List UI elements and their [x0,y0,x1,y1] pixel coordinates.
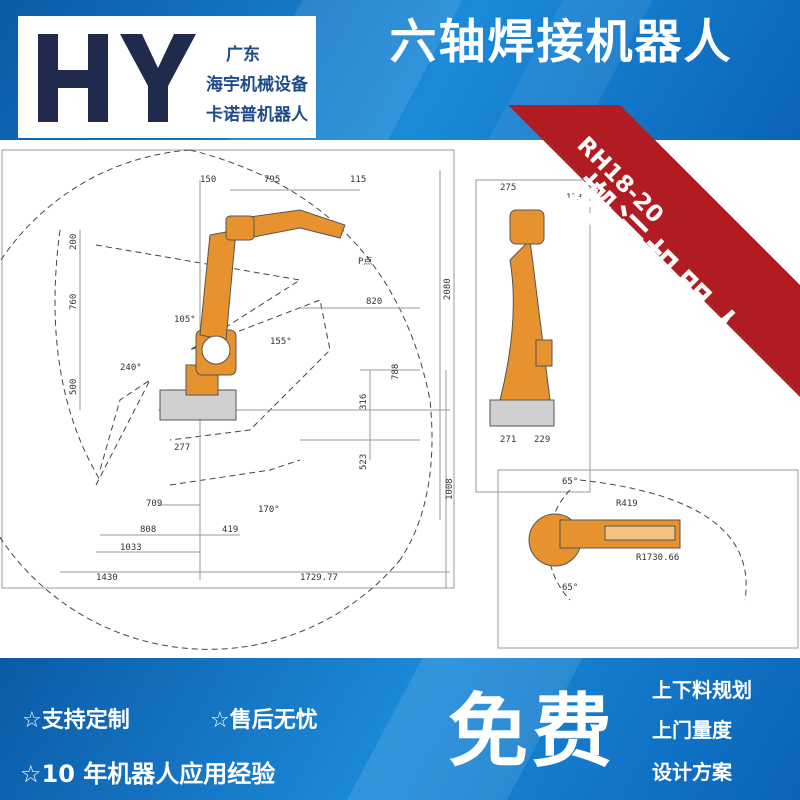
dim-bottom-808: 808 [140,525,156,535]
robot-side-view [159,209,346,421]
dim-bottom-1430: 1430 [96,573,118,583]
service-design: 设计方案 [652,760,732,784]
brand-line-1: 广东 [226,45,260,65]
feature-customize: ☆支持定制 [22,708,130,733]
dim-right-2080: 2080 [443,278,453,300]
top-radius-419: R419 [616,499,638,509]
dim-bottom-277: 277 [174,443,190,453]
service-planning: 上下料规划 [652,678,752,702]
brand-logo-box: 广东 海宇机械设备 卡诺普机器人 [18,16,316,138]
top-radius-1730: R1730.66 [636,553,679,563]
angle-240: 240° [120,363,142,373]
dim-top-150: 150 [200,175,216,185]
hy-logo-icon [38,34,196,122]
robot-top-view [528,513,681,567]
dim-front-275: 275 [500,183,516,193]
label-p-point: P点 [358,256,372,267]
brand-line-3: 卡诺普机器人 [206,105,308,125]
feature-experience: ☆10 年机器人应用经验 [20,760,276,788]
dim-reach-820: 820 [366,297,382,307]
dim-left-500: 500 [69,379,79,395]
dim-bottom-1729: 1729.77 [300,573,338,583]
dim-bottom-1033: 1033 [120,543,142,553]
feature-after-sales: ☆售后无忧 [210,708,318,733]
drawing-svg: 150 795 115 200 760 500 2080 820 788 316… [0,149,799,650]
dim-bottom-419: 419 [222,525,238,535]
brand-text: 广东 海宇机械设备 卡诺普机器人 [206,40,316,130]
dim-reach-316: 316 [359,394,369,410]
technical-drawing: 150 795 115 200 760 500 2080 820 788 316… [0,140,800,660]
header: 广东 海宇机械设备 卡诺普机器人 六轴焊接机器人 [0,0,800,140]
top-angle-65-a: 65° [562,477,578,487]
angle-105: 105° [174,315,196,325]
dim-far-right-1008: 1008 [445,478,455,500]
dim-front-229: 229 [534,435,550,445]
top-angle-65-b: 65° [562,583,578,593]
dim-reach-788: 788 [391,364,401,380]
page-title: 六轴焊接机器人 [389,15,733,70]
dim-reach-523: 523 [359,454,369,470]
dim-left-760: 760 [69,294,79,310]
footer: ☆支持定制 ☆售后无忧 ☆10 年机器人应用经验 免费 上下料规划 上门量度 设… [0,658,800,800]
dim-bottom-709: 709 [146,499,162,509]
dim-left-200: 200 [69,234,79,250]
dim-top-795: 795 [264,175,280,185]
angle-170: 170° [258,505,280,515]
robot-front-view [489,209,555,427]
free-label: 免费 [448,685,616,778]
dim-top-115: 115 [350,175,366,185]
dim-front-271: 271 [500,435,516,445]
service-measure: 上门量度 [652,718,732,742]
angle-155: 155° [270,337,292,347]
brand-line-2: 海宇机械设备 [206,75,308,95]
dim-front-173: 173 [566,193,582,203]
